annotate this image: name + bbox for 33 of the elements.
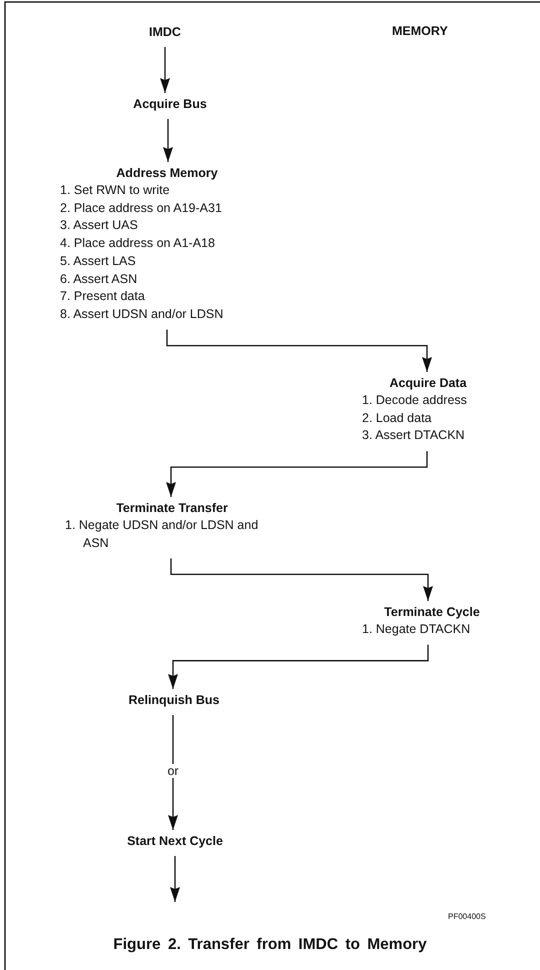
step-title: Terminate Transfer xyxy=(115,500,229,517)
step-item: 5. Assert LAS xyxy=(60,252,137,270)
arrow xyxy=(166,330,432,372)
step-item: 2. Load data xyxy=(362,410,433,427)
step-item: 1. Negate UDSN and/or LDSN and ASN xyxy=(65,517,260,552)
step-item: 8. Assert UDSN and/or LDSN xyxy=(60,306,224,323)
arrow xyxy=(168,644,429,689)
step-item: 3. Assert UAS xyxy=(60,217,139,234)
step-title: Relinquish Bus xyxy=(115,692,233,709)
column-heading: MEMORY xyxy=(392,23,448,40)
step-title: Acquire Data xyxy=(388,375,468,392)
step-item: 2. Place address on A19-A31 xyxy=(60,200,223,217)
step-title: Address Memory xyxy=(115,165,219,182)
edge-label: or xyxy=(165,764,181,778)
step-item: 7. Present data xyxy=(60,288,146,306)
step-title: IMDC xyxy=(130,24,200,41)
arrow xyxy=(168,715,178,830)
step-item: 1. Decode address xyxy=(362,392,468,409)
step-item: 1. Set RWN to write xyxy=(60,182,171,199)
step-title: Start Next Cycle xyxy=(110,833,240,850)
arrow xyxy=(170,558,433,601)
arrow xyxy=(160,47,170,93)
step-item: 4. Place address on A1-A18 xyxy=(60,235,216,252)
arrow xyxy=(166,451,428,497)
step-title: Terminate Cycle xyxy=(383,604,481,621)
figure-code: PF00400S xyxy=(448,912,486,921)
step-title: Acquire Bus xyxy=(120,96,220,113)
arrow xyxy=(163,119,173,162)
arrow xyxy=(170,856,180,902)
figure-caption: Figure 2. Transfer from IMDC to Memory xyxy=(112,936,428,954)
step-item: 6. Assert ASN xyxy=(60,270,138,288)
step-item: 1. Negate DTACKN xyxy=(362,621,472,638)
step-item: 3. Assert DTACKN xyxy=(362,427,466,444)
